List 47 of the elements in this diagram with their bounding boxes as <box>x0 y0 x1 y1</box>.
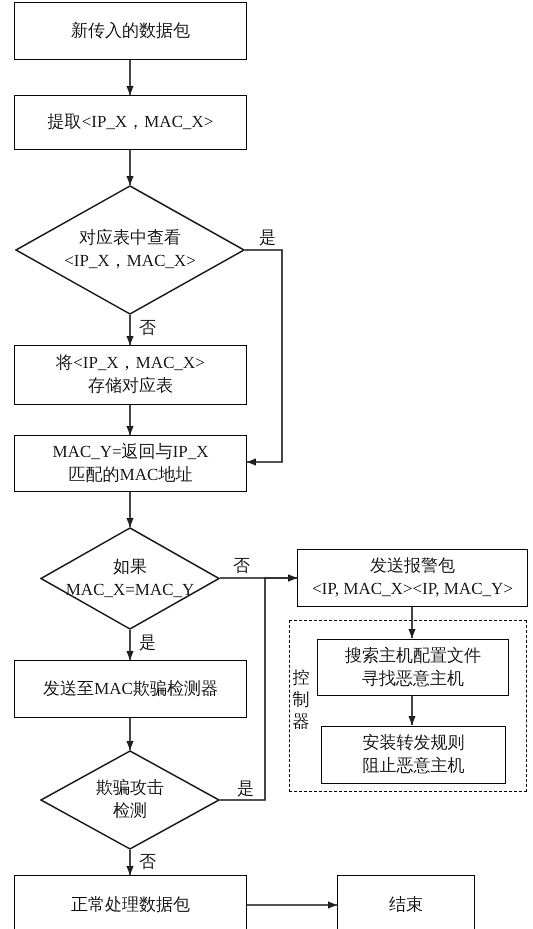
node-label: MAC_Y=返回与IP_X 匹配的MAC地址 <box>52 440 208 486</box>
arrow <box>126 850 134 875</box>
node-label: 发送报警包 <IP, MAC_X><IP, MAC_Y> <box>312 555 513 600</box>
node-label: 安装转发规则阻止恶意主机 <box>362 732 466 777</box>
process-box <box>321 726 506 784</box>
process-box <box>14 95 247 150</box>
node-label: 将<IP_X，MAC_X> 存储对应表 <box>56 352 205 397</box>
node-label: 欺骗攻击检测 <box>95 777 165 822</box>
process-box <box>317 639 509 696</box>
edge-label: 否 <box>138 852 157 871</box>
edge-label: 是 <box>258 228 277 247</box>
edge-label: 是 <box>236 779 255 798</box>
process-box <box>14 875 247 929</box>
arrow <box>126 150 134 185</box>
node-label: 搜索主机配置文件寻找恶意主机 <box>344 644 482 690</box>
edge-label: 否 <box>232 556 251 575</box>
arrow <box>126 492 134 527</box>
process-box <box>14 660 247 718</box>
node-label: 发送至MAC欺骗检测器 <box>43 678 218 700</box>
arrow <box>126 405 134 435</box>
node-label: 新传入的数据包 <box>71 20 190 42</box>
group-label: 控制器 <box>292 667 310 734</box>
terminal-box <box>337 875 475 929</box>
node-label: 如果 MAC_X=MAC_Y <box>66 556 194 600</box>
decision-diamond <box>40 750 220 850</box>
node-label: 提取<IP_X，MAC_X> <box>48 111 214 134</box>
node-label: 对应表中查看 <IP_X，MAC_X> <box>64 227 196 272</box>
arrow <box>126 630 134 660</box>
arrow <box>126 60 134 95</box>
arrow <box>126 315 134 345</box>
process-box <box>14 2 247 60</box>
node-label: 正常处理数据包 <box>71 894 190 916</box>
arrow <box>245 249 283 466</box>
decision-diamond <box>40 527 220 630</box>
edge-label: 是 <box>138 633 157 652</box>
arrow <box>126 718 134 750</box>
process-box <box>297 549 528 607</box>
edge-label: 否 <box>138 318 157 337</box>
process-box <box>14 345 247 405</box>
arrow <box>220 574 297 801</box>
decision-diamond <box>15 185 245 315</box>
process-box <box>14 435 247 492</box>
controller-group <box>289 620 527 792</box>
arrow <box>408 695 416 725</box>
arrow <box>408 607 416 638</box>
arrow <box>247 901 337 909</box>
node-label: 结束 <box>389 894 423 916</box>
